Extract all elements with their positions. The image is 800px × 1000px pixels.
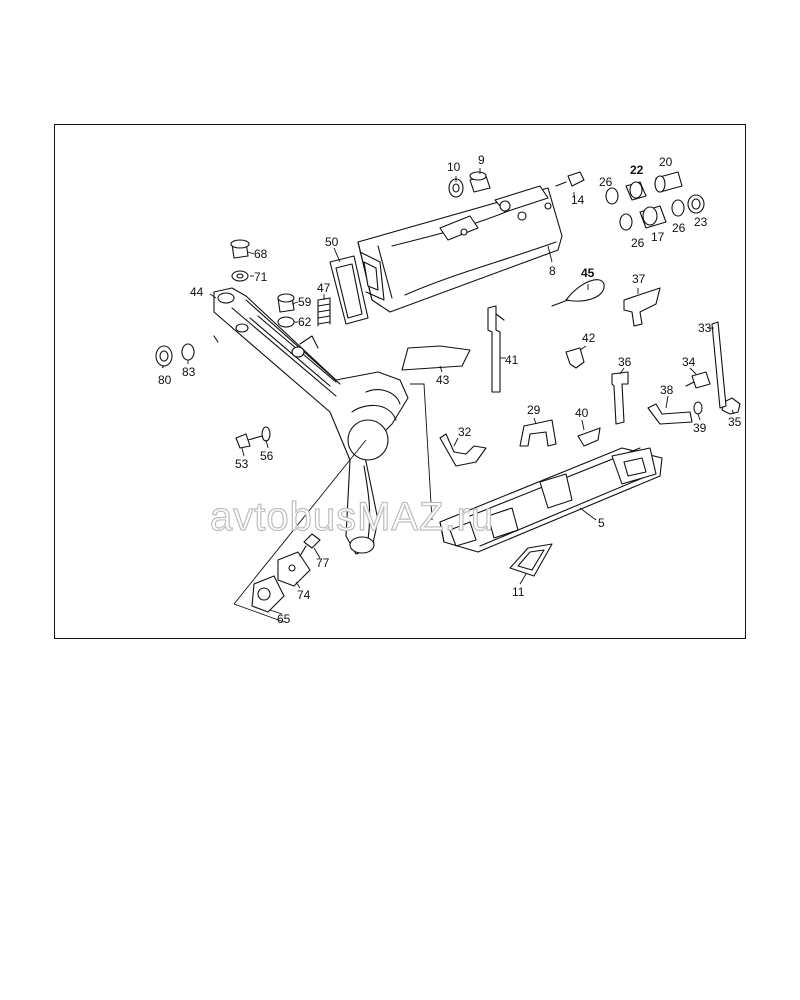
label-10: 10 [447, 160, 461, 174]
label-20: 20 [659, 155, 673, 169]
label-68: 68 [254, 247, 268, 261]
label-53: 53 [235, 457, 249, 471]
part-11-gasket [509, 543, 553, 577]
label-45: 45 [581, 266, 595, 280]
part-59-plug [277, 293, 295, 313]
part-74-gasket [277, 551, 311, 587]
label-9: 9 [478, 153, 485, 167]
part-43-plate [401, 345, 471, 371]
part-65-flange [251, 575, 285, 613]
part-83-washer [181, 343, 195, 361]
part-37-bracket [623, 287, 661, 327]
part-68-plug [230, 239, 250, 259]
part-36-bracket [611, 371, 629, 425]
part-29-bracket [519, 419, 557, 447]
label-47: 47 [317, 281, 331, 295]
label-37: 37 [632, 272, 646, 286]
label-39: 39 [693, 421, 707, 435]
label-29: 29 [527, 403, 541, 417]
part-32-bracket [439, 433, 487, 467]
label-26a: 26 [599, 175, 613, 189]
part-5-lower-tube [439, 447, 663, 553]
label-43: 43 [436, 373, 450, 387]
label-5: 5 [598, 516, 605, 530]
part-26c-washer [671, 199, 685, 217]
part-39-washer [693, 401, 703, 415]
part-47-spring [317, 297, 331, 327]
label-50: 50 [325, 235, 339, 249]
part-14-bolt [555, 171, 585, 187]
part-23-plug [687, 194, 705, 214]
label-11: 11 [512, 585, 525, 599]
label-83: 83 [182, 365, 196, 379]
label-62: 62 [298, 315, 312, 329]
label-38: 38 [660, 383, 674, 397]
label-36: 36 [618, 355, 632, 369]
part-38-bracket [647, 403, 693, 425]
part-17-fitting [639, 205, 667, 229]
part-42-clip [565, 347, 585, 369]
part-10-washer [448, 178, 464, 198]
label-41: 41 [505, 353, 519, 367]
part-40-clip [577, 427, 601, 447]
part-20-fitting [654, 171, 683, 193]
label-22: 22 [630, 163, 644, 177]
label-56: 56 [260, 449, 274, 463]
label-8: 8 [549, 264, 556, 278]
label-33: 33 [698, 321, 712, 335]
watermark-text: avtobusMAZ.ru [210, 495, 494, 539]
label-71: 71 [254, 270, 268, 284]
part-71-washer [231, 270, 249, 282]
label-26b: 26 [631, 236, 645, 250]
label-74: 74 [297, 588, 311, 602]
part-62-washer [277, 316, 295, 328]
label-77: 77 [316, 556, 330, 570]
part-77-bolt [299, 533, 321, 557]
part-80-nut [155, 345, 173, 367]
label-17: 17 [651, 230, 665, 244]
label-40: 40 [575, 406, 589, 420]
label-44: 44 [190, 285, 204, 299]
label-34: 34 [682, 355, 696, 369]
part-41-bracket [487, 305, 505, 393]
label-42: 42 [582, 331, 596, 345]
part-8-upper-housing [357, 185, 563, 313]
leader-lines [161, 168, 735, 623]
label-35: 35 [728, 415, 742, 429]
label-80: 80 [158, 373, 172, 387]
label-14: 14 [571, 193, 585, 207]
label-26c: 26 [672, 221, 686, 235]
part-26a-washer [605, 187, 619, 205]
figure-frame [54, 124, 746, 639]
part-33-rod [711, 321, 727, 409]
label-23: 23 [694, 215, 708, 229]
part-53-bolt [235, 433, 263, 449]
part-34-bolt [685, 371, 711, 389]
label-65: 65 [277, 612, 291, 626]
part-56-washer [261, 426, 271, 442]
part-9-cap [469, 171, 491, 193]
label-32: 32 [458, 425, 472, 439]
part-45-strap [551, 279, 605, 307]
part-labels: 10 9 14 26 22 20 26 17 26 23 8 50 68 71 … [158, 153, 742, 626]
part-35-nut [721, 397, 741, 415]
label-59: 59 [298, 295, 312, 309]
part-50-gasket [329, 255, 369, 325]
part-26b-washer [619, 213, 633, 231]
part-22-fitting [625, 181, 647, 201]
